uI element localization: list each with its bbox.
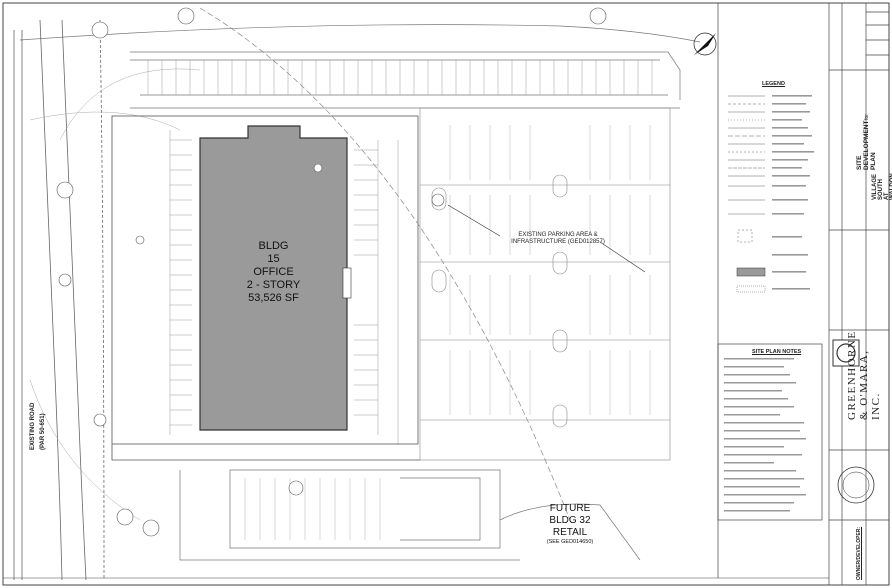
parking-callout-leaders	[447, 204, 646, 273]
boundary-arc	[199, 7, 571, 521]
top-parking-stalls	[147, 60, 653, 95]
left-road	[13, 19, 105, 581]
future-line1: FUTURE	[549, 503, 591, 514]
project-name: VILLAGE SOUTH AT WALDON CHAPEL	[872, 173, 892, 200]
top-curb-lines	[19, 24, 701, 109]
east-parking-stalls	[354, 140, 399, 445]
road-label-line1: EXISTING ROAD	[30, 402, 36, 450]
future-ref: (SEE GED014650)	[546, 539, 594, 545]
building-area: 53,526 SF	[248, 292, 299, 304]
site-notes-title: SITE PLAN NOTES	[752, 349, 802, 355]
existing-parking-area	[419, 107, 671, 461]
title-block	[717, 3, 889, 585]
future-line2: BLDG 32	[549, 515, 591, 526]
building-stories: 2 - STORY	[246, 279, 301, 291]
parking-callout-line1: EXISTING PARKING AREA &	[518, 232, 598, 238]
parking-callout-line2: INFRASTRUCTURE (GED012857)	[511, 239, 605, 245]
building-name: BLDG	[258, 240, 289, 252]
building-use: OFFICE	[253, 266, 294, 278]
owner-label: OWNER/DEVELOPER:	[856, 526, 862, 580]
future-line3: RETAIL	[552, 527, 588, 538]
future-building-label: FUTURE BLDG 32 RETAIL (SEE GED014650)	[520, 503, 620, 546]
utility-structures	[56, 7, 607, 537]
north-arrow-icon	[693, 32, 717, 56]
prepared-for: for	[864, 114, 870, 120]
parking-callout: EXISTING PARKING AREA & INFRASTRUCTURE (…	[498, 232, 618, 246]
building-site-boundary	[111, 115, 420, 461]
future-building-area	[179, 469, 641, 561]
existing-parking-stalls	[449, 125, 651, 415]
sheet-title: SITE DEVELOPMENT PLAN	[856, 120, 877, 170]
company-logo-icon	[832, 339, 860, 367]
left-parking-stalls	[169, 130, 192, 435]
legend-title: LEGEND	[762, 81, 785, 87]
building-15-footprint	[199, 125, 352, 431]
site-notes-box	[717, 343, 823, 521]
company-name: GREENHORNE & O'MARA, INC.	[846, 330, 882, 420]
building-label: BLDG 15 OFFICE 2 - STORY 53,526 SF	[200, 240, 347, 305]
building-number: 15	[267, 253, 280, 265]
engineer-seal-icon	[837, 466, 875, 504]
legend-box	[728, 95, 766, 293]
road-label-line2: (PAR 50-651)	[40, 413, 46, 450]
